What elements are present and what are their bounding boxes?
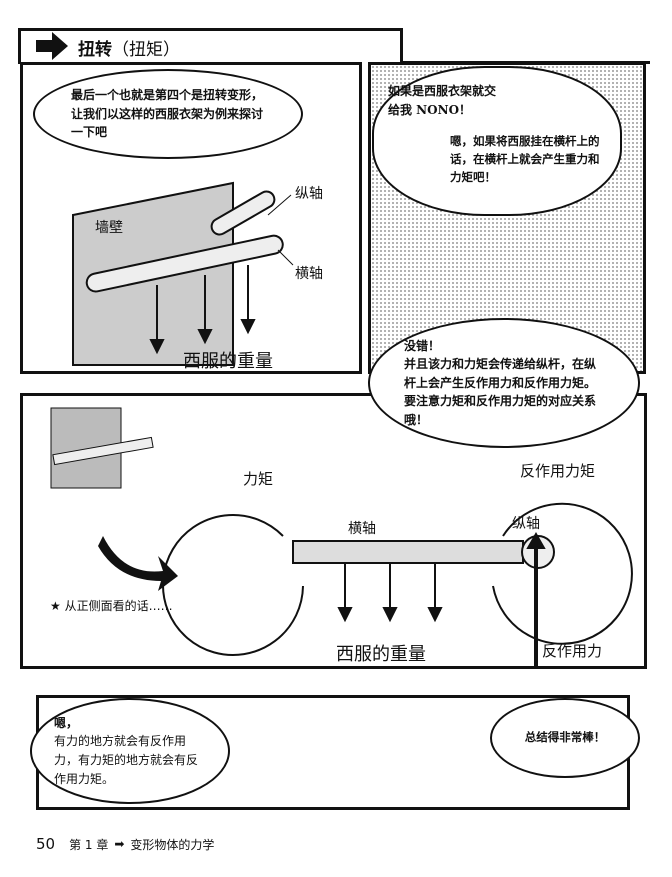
speech-text: 有力的地方就会有反作用力，有力矩的地方就会有反作用力矩。 <box>54 734 199 786</box>
speech-text: 给我 NONO！ <box>388 102 472 117</box>
footer: 50 第 1 章 ➡ 变形物体的力学 <box>36 835 214 853</box>
wall-label: 墙壁 <box>95 220 123 236</box>
section-header <box>18 28 403 64</box>
small-wall <box>50 407 122 489</box>
speech-text: 嗯，如果将西服挂在横杆上的话，在横杆上就会产生重力和力矩吧！ <box>450 134 600 184</box>
side-view-note: ★ 从正侧面看的话…… <box>50 599 173 613</box>
speech-text: 并且该力和力矩会传递给纵杆，在纵杆上会产生反作用力和反作用力矩。要注意力矩和反作… <box>404 357 597 427</box>
panel-1: 最后一个也就是第四个是扭转变形，让我们以这样的西服衣架为例来探讨一下吧 墙壁 纵… <box>20 62 362 374</box>
speech-text: 没错！ <box>404 338 441 353</box>
title-text: 扭转 <box>78 40 112 60</box>
reaction-force-label: 反作用力 <box>542 642 603 660</box>
arrow-icon: ➡ <box>114 837 125 851</box>
horizontal-axis-label: 横轴 <box>348 521 376 537</box>
curved-arrow <box>98 536 178 591</box>
vertical-bar <box>210 190 276 236</box>
chapter-label: 第 1 章 <box>69 837 109 852</box>
speech-bubble-nono: 如果是西服衣架就交 给我 NONO！ 嗯，如果将西服挂在横杆上的话，在横杆上就会… <box>372 66 622 216</box>
speech-bubble-explain: 没错！ 并且该力和力矩会传递给纵杆，在纵杆上会产生反作用力和反作用力矩。要注意力… <box>368 318 640 448</box>
section-title: 扭转（扭矩） <box>78 35 180 60</box>
speech-bubble: 总结得非常棒！ <box>490 698 640 778</box>
vertical-axis-label: 纵轴 <box>512 516 540 532</box>
speech-bubble: 最后一个也就是第四个是扭转变形，让我们以这样的西服衣架为例来探讨一下吧 <box>33 69 303 159</box>
speech-text: 最后一个也就是第四个是扭转变形，让我们以这样的西服衣架为例来探讨一下吧 <box>71 88 264 140</box>
page-number: 50 <box>36 835 56 853</box>
title-subtitle: （扭矩） <box>112 40 180 60</box>
moment-label: 力矩 <box>243 470 274 488</box>
horizontal-bar <box>292 540 524 564</box>
weight-label: 西服的重量 <box>183 351 273 372</box>
chapter-title: 变形物体的力学 <box>130 837 215 852</box>
weight-arrows <box>149 265 256 355</box>
speech-text: 如果是西服衣架就交 <box>388 84 497 98</box>
vertical-axis-label: 纵轴 <box>295 186 323 202</box>
horizontal-axis-label: 横轴 <box>295 266 323 282</box>
horizontal-bar <box>85 234 284 293</box>
weight-label: 西服的重量 <box>336 644 426 665</box>
speech-text: 嗯， <box>54 715 79 730</box>
speech-text: 总结得非常棒！ <box>524 730 606 745</box>
moment-circles <box>162 502 633 656</box>
reaction-moment-label: 反作用力矩 <box>520 462 596 480</box>
speech-bubble: 嗯， 有力的地方就会有反作用力，有力矩的地方就会有反作用力矩。 <box>30 698 230 804</box>
